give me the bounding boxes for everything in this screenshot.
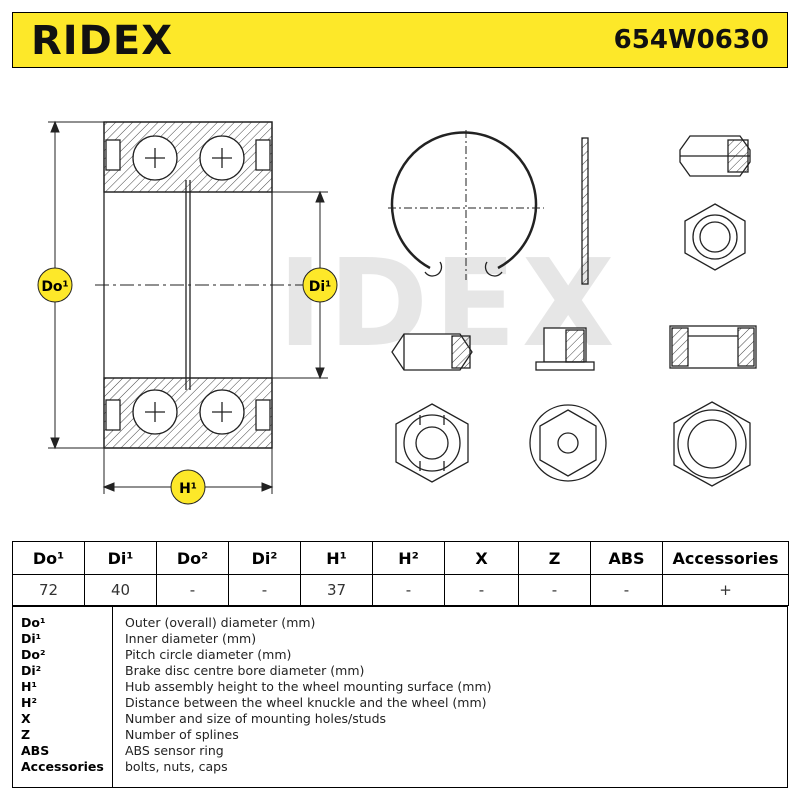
col-h2: H²: [372, 541, 445, 575]
legend-key: H²: [21, 695, 37, 710]
value-do1: 72: [12, 574, 85, 606]
value-x: -: [444, 574, 519, 606]
legend-desc: Distance between the wheel knuckle and t…: [125, 695, 487, 710]
wheel-bearing-section: [95, 121, 310, 449]
legend-desc: Outer (overall) diameter (mm): [125, 615, 316, 630]
legend-row: Accessories bolts, nuts, caps: [13, 759, 787, 775]
legend-key: X: [21, 711, 31, 726]
value-h1: 37: [300, 574, 373, 606]
col-abs: ABS: [590, 541, 663, 575]
legend-row: Do¹ Outer (overall) diameter (mm): [13, 615, 787, 631]
legend-key: Z: [21, 727, 31, 742]
value-di1: 40: [84, 574, 157, 606]
lock-nut-front-icon: [395, 403, 469, 483]
legend-key: Do²: [21, 647, 46, 662]
part-number: 654W0630: [613, 25, 769, 55]
value-abs: -: [590, 574, 663, 606]
value-accessories: +: [662, 574, 789, 606]
col-x: X: [444, 541, 519, 575]
legend: Do¹ Outer (overall) diameter (mm) Di¹ In…: [12, 606, 788, 788]
legend-divider: [112, 607, 113, 787]
legend-desc: ABS sensor ring: [125, 743, 224, 758]
legend-desc: Pitch circle diameter (mm): [125, 647, 292, 662]
lock-nut-side-icon: [391, 333, 473, 371]
legend-row: Do² Pitch circle diameter (mm): [13, 647, 787, 663]
value-di2: -: [228, 574, 301, 606]
nut-side-hatched-icon: [669, 325, 757, 369]
value-h2: -: [372, 574, 445, 606]
legend-row: H² Distance between the wheel knuckle an…: [13, 695, 787, 711]
legend-desc: Inner diameter (mm): [125, 631, 257, 646]
spec-header-row: Do¹ Di¹ Do² Di² H¹ H² X Z ABS Accessorie…: [12, 541, 789, 575]
col-accessories: Accessories: [662, 541, 789, 575]
legend-key: Di²: [21, 663, 42, 678]
label-h1-text: H¹: [179, 481, 197, 497]
flange-nut-front-icon: [529, 404, 607, 482]
nut-side-icon: [679, 135, 751, 177]
legend-key: H¹: [21, 679, 37, 694]
label-do1: Do¹: [37, 267, 73, 303]
circlip-side-icon: [581, 137, 589, 285]
legend-key: Di¹: [21, 631, 42, 646]
col-do1: Do¹: [12, 541, 85, 575]
value-do2: -: [156, 574, 229, 606]
col-h1: H¹: [300, 541, 373, 575]
legend-desc: bolts, nuts, caps: [125, 759, 228, 774]
legend-desc: Hub assembly height to the wheel mountin…: [125, 679, 492, 694]
legend-row: ABS ABS sensor ring: [13, 743, 787, 759]
flange-nut-side-icon: [535, 327, 595, 371]
legend-row: X Number and size of mounting holes/stud…: [13, 711, 787, 727]
label-di1-text: Di¹: [309, 279, 332, 295]
label-h1: H¹: [170, 469, 206, 505]
legend-desc: Brake disc centre bore diameter (mm): [125, 663, 365, 678]
nut-front-icon: [684, 203, 746, 271]
legend-row: H¹ Hub assembly height to the wheel moun…: [13, 679, 787, 695]
legend-row: Z Number of splines: [13, 727, 787, 743]
legend-key: Do¹: [21, 615, 46, 630]
label-do1-text: Do¹: [41, 279, 68, 295]
col-di1: Di¹: [84, 541, 157, 575]
legend-row: Di¹ Inner diameter (mm): [13, 631, 787, 647]
legend-key: Accessories: [21, 759, 104, 774]
legend-desc: Number and size of mounting holes/studs: [125, 711, 387, 726]
legend-desc: Number of splines: [125, 727, 239, 742]
col-di2: Di²: [228, 541, 301, 575]
col-z: Z: [518, 541, 591, 575]
spec-table: Do¹ Di¹ Do² Di² H¹ H² X Z ABS Accessorie…: [12, 541, 789, 606]
col-do2: Do²: [156, 541, 229, 575]
circlip-icon: [388, 130, 544, 280]
value-z: -: [518, 574, 591, 606]
header-bar: RIDEX 654W0630: [12, 12, 788, 68]
hex-nut-front-icon: [673, 401, 751, 487]
legend-key: ABS: [21, 743, 50, 758]
spec-value-row: 72 40 - - 37 - - - - +: [12, 574, 789, 606]
legend-row: Di² Brake disc centre bore diameter (mm): [13, 663, 787, 679]
label-di1: Di¹: [302, 267, 338, 303]
technical-drawing: RIDEX: [37, 120, 757, 505]
brand-logo: RIDEX: [31, 18, 174, 64]
